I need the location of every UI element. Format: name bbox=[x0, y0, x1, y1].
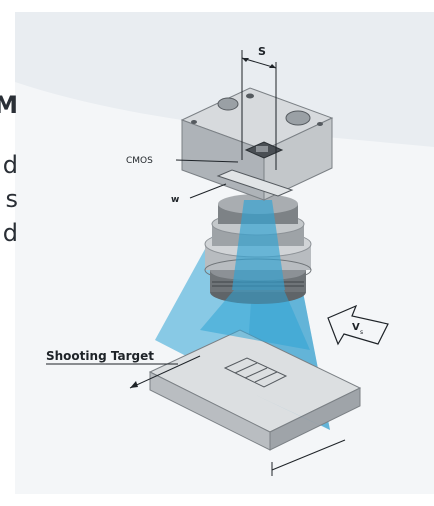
label-v: V bbox=[352, 322, 360, 333]
w-leader-line bbox=[189, 183, 227, 199]
label-shooting-target: Shooting Target bbox=[46, 349, 154, 363]
label-v-subscript: s bbox=[360, 329, 363, 336]
label-w: w bbox=[171, 195, 179, 205]
camera-body bbox=[180, 87, 334, 201]
dimension-line-bottom bbox=[271, 439, 346, 471]
shooting-target-block bbox=[148, 329, 362, 451]
velocity-arrow: V s bbox=[327, 304, 389, 346]
cropped-heading-fragment: M bbox=[0, 91, 18, 119]
label-cmos: CMOS bbox=[126, 156, 153, 166]
cropped-text-fragment-2: s bbox=[5, 185, 18, 213]
cropped-text-fragment-1: d bbox=[2, 151, 18, 179]
cropped-text-fragment-3: d bbox=[2, 219, 18, 247]
shooting-target-pointer bbox=[129, 355, 201, 389]
label-s: S bbox=[258, 45, 266, 58]
cmos-leader-line bbox=[175, 159, 239, 163]
